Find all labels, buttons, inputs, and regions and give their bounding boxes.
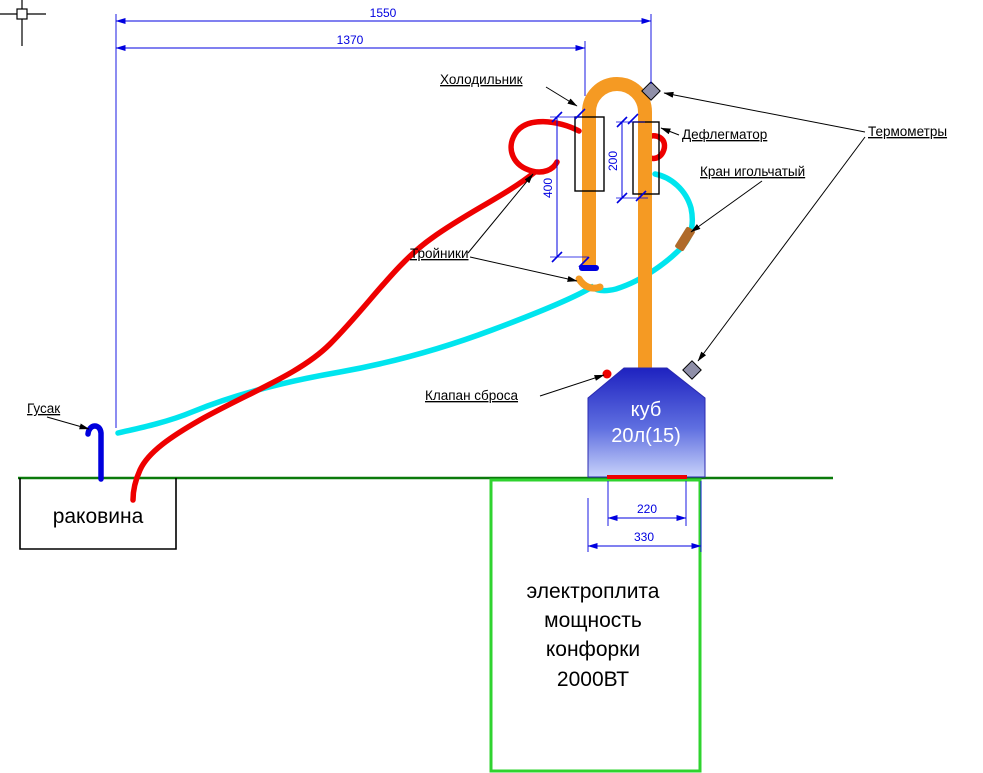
stove-labels: электроплита мощность конфорки 2000ВТ — [526, 580, 659, 691]
leader-dephlegmator — [660, 127, 680, 136]
boiler-body — [587, 367, 706, 478]
leader-release-valve — [539, 374, 605, 397]
sink-outline — [19, 478, 177, 550]
dim-330: 330 — [634, 530, 654, 544]
component-labels: Холодильник Дефлегматор Термометры Кран … — [27, 72, 947, 528]
red-drain-hose — [130, 169, 538, 503]
stove-line-3: конфорки — [546, 638, 640, 661]
tee-elbow — [575, 275, 604, 292]
stove-line-1: электроплита — [526, 580, 659, 603]
label-dephlegmator: Дефлегматор — [682, 127, 767, 142]
dim-1550: 1550 — [370, 6, 397, 20]
leader-thermometer-top — [663, 91, 866, 133]
label-goose: Гусак — [27, 401, 60, 416]
dephlegmator-bracket — [632, 121, 660, 195]
orange-column-tube — [582, 77, 652, 372]
release-valve-dot — [602, 369, 612, 379]
boiler-labels: куб 20л(15) — [611, 399, 680, 447]
stove-line-4: 2000ВТ — [557, 668, 629, 691]
leader-lines — [46, 86, 866, 430]
label-release-valve: Клапан сброса — [425, 388, 519, 403]
dim-200: 200 — [606, 151, 620, 171]
stove-line-2: мощность — [544, 609, 642, 632]
dimension-texts: 1550 1370 400 200 220 330 — [337, 6, 658, 544]
dim-220: 220 — [637, 502, 657, 516]
dim-400: 400 — [541, 178, 555, 198]
label-cooler: Холодильник — [440, 72, 523, 87]
cooler-bracket — [574, 116, 605, 192]
leader-tee-upper — [467, 173, 534, 254]
label-tees: Тройники — [410, 246, 469, 261]
boiler-title: куб — [631, 399, 662, 421]
thermometer-boiler-icon — [682, 360, 702, 380]
thermometer-top-icon — [641, 81, 661, 101]
leader-tee-lower — [469, 256, 578, 282]
needle-valve — [675, 226, 695, 252]
boiler-volume: 20л(15) — [611, 425, 680, 447]
leader-thermometer-boiler — [697, 136, 866, 362]
label-needle-valve: Кран игольчатый — [700, 164, 805, 179]
dim-1370: 1370 — [337, 33, 364, 47]
label-thermometers: Термометры — [868, 124, 947, 139]
crosshair-icon — [0, 0, 46, 46]
red-hose-loop — [508, 118, 582, 175]
gooseneck — [85, 423, 104, 482]
leader-cooler — [545, 86, 578, 107]
stove-outline — [489, 478, 702, 773]
leader-needle-valve — [690, 180, 763, 233]
leader-goose — [46, 416, 90, 430]
label-sink: раковина — [53, 505, 144, 528]
dimension-lines — [115, 14, 702, 552]
